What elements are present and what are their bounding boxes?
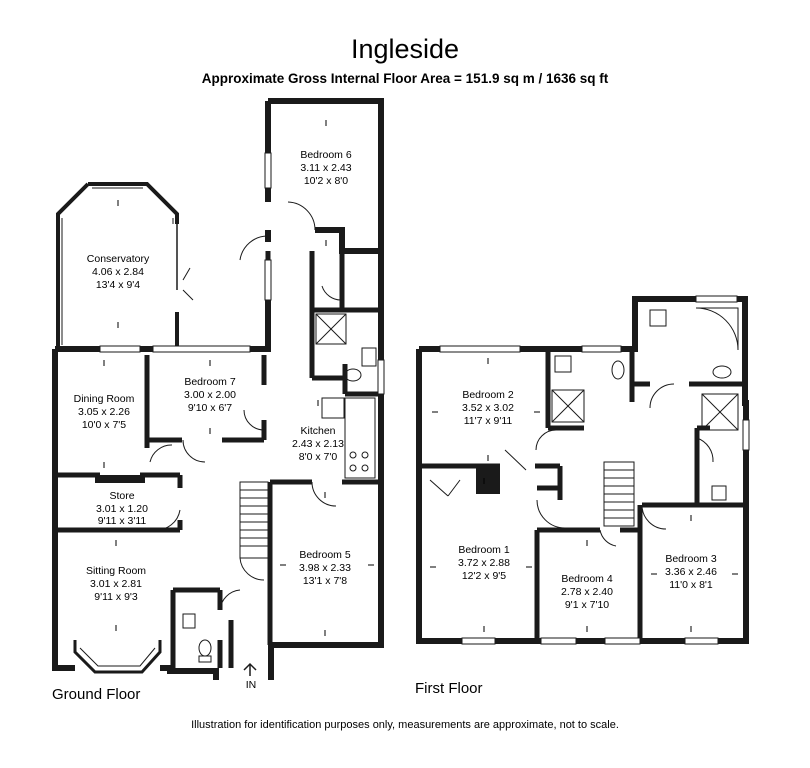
first-floor-internal-walls — [419, 349, 746, 641]
first-floor-stairs — [603, 461, 635, 527]
label-bedroom6-imperial: 10'2 x 8'0 — [304, 175, 348, 187]
ground-floor-plan — [52, 98, 384, 680]
label-bedroom1-metric: 3.72 x 2.88 — [458, 557, 510, 569]
label-bedroom3-metric: 3.36 x 2.46 — [665, 566, 717, 578]
label-bedroom4-metric: 2.78 x 2.40 — [561, 586, 613, 598]
label-bedroom2-metric: 3.52 x 3.02 — [462, 402, 514, 414]
conservatory-walls — [56, 182, 179, 349]
floor-area-subtitle: Approximate Gross Internal Floor Area = … — [201, 71, 609, 86]
conservatory-window-bands — [61, 187, 174, 345]
internal-walls — [55, 251, 381, 668]
first-floor-bathroom-fixtures — [551, 307, 739, 501]
store-cupboard — [95, 475, 145, 483]
ground-shower-room — [315, 313, 377, 382]
label-bedroom7-imperial: 9'10 x 6'7 — [188, 402, 232, 414]
label-bedroom5-imperial: 13'1 x 7'8 — [303, 575, 347, 587]
label-bedroom3-name: Bedroom 3 — [665, 553, 717, 565]
sitting-bay-walls — [73, 640, 162, 674]
label-bedroom7-metric: 3.00 x 2.00 — [184, 389, 236, 401]
label-dining-metric: 3.05 x 2.26 — [78, 406, 130, 418]
disclaimer-text: Illustration for identification purposes… — [191, 719, 619, 731]
label-conservatory-metric: 4.06 x 2.84 — [92, 266, 144, 278]
label-dining-imperial: 10'0 x 7'5 — [82, 419, 126, 431]
label-store-imperial: 9'11 x 3'11 — [98, 515, 147, 527]
label-bedroom6-name: Bedroom 6 — [300, 149, 352, 161]
plan-title: Ingleside — [350, 34, 460, 64]
label-bedroom5-metric: 3.98 x 2.33 — [299, 562, 351, 574]
windows — [99, 152, 750, 645]
main-block-walls — [52, 248, 384, 680]
kitchen-units — [321, 397, 376, 479]
label-kitchen-metric: 2.43 x 2.13 — [292, 438, 344, 450]
first-floor-outer-walls — [416, 296, 749, 644]
label-bedroom7-name: Bedroom 7 — [184, 376, 236, 388]
airing-cupboard — [476, 466, 500, 494]
dimension-ticks — [103, 120, 738, 636]
label-bedroom1-imperial: 12'2 x 9'5 — [462, 570, 506, 582]
label-conservatory-imperial: 13'4 x 9'4 — [96, 279, 140, 291]
label-dining-name: Dining Room — [74, 393, 135, 405]
label-store-metric: 3.01 x 1.20 — [96, 503, 148, 515]
label-kitchen-imperial: 8'0 x 7'0 — [299, 451, 338, 463]
label-bedroom5-name: Bedroom 5 — [299, 549, 351, 561]
ground-doors — [149, 201, 343, 611]
first-floor-label: First Floor — [415, 680, 483, 697]
label-sitting-name: Sitting Room — [86, 565, 146, 577]
label-bedroom2-name: Bedroom 2 — [462, 389, 514, 401]
label-bedroom4-name: Bedroom 4 — [561, 573, 613, 585]
label-bedroom4-imperial: 9'1 x 7'10 — [565, 599, 609, 611]
label-sitting-metric: 3.01 x 2.81 — [90, 578, 142, 590]
first-floor-doors — [429, 383, 714, 547]
label-bedroom1-name: Bedroom 1 — [458, 544, 510, 556]
label-bedroom2-imperial: 11'7 x 9'11 — [464, 415, 513, 427]
label-store-name: Store — [109, 490, 134, 502]
ground-floor-label: Ground Floor — [52, 686, 141, 703]
label-bedroom6-metric: 3.11 x 2.43 — [300, 162, 351, 174]
ground-wc-fixtures — [182, 613, 212, 663]
label-conservatory-name: Conservatory — [87, 253, 150, 265]
label-kitchen-name: Kitchen — [300, 425, 335, 437]
label-sitting-imperial: 9'11 x 9'3 — [94, 591, 138, 603]
entrance-label: IN — [246, 679, 257, 691]
ground-stairs — [239, 481, 269, 559]
first-floor-plan — [416, 296, 749, 644]
label-bedroom3-imperial: 11'0 x 8'1 — [669, 579, 713, 591]
entrance-arrow — [243, 662, 257, 676]
